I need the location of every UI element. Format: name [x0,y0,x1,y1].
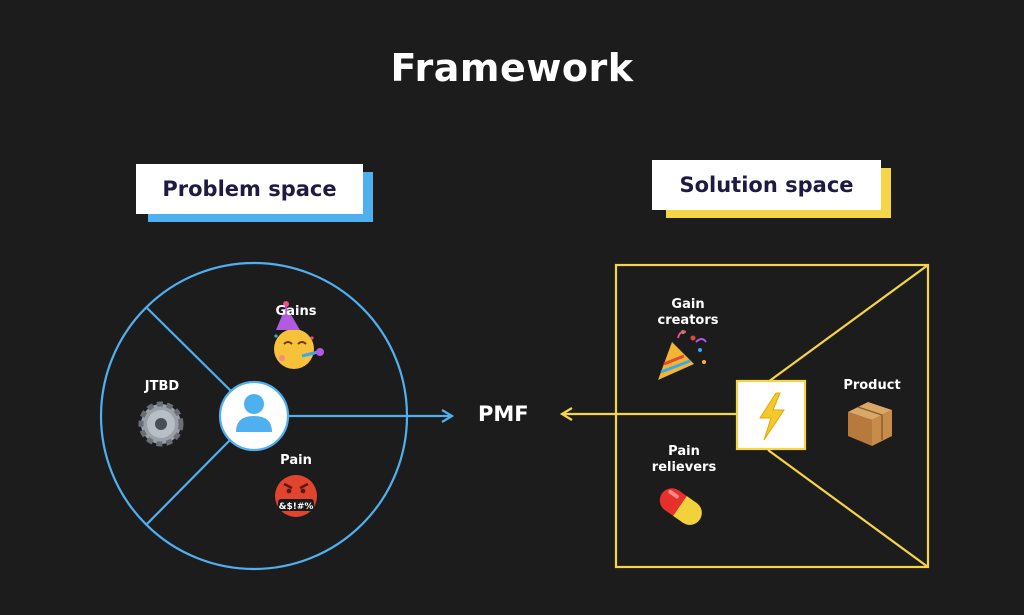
gear-icon [138,401,184,447]
problem-arrow-head [441,409,455,423]
product-label: Product [843,378,901,393]
page-title: Framework [390,46,634,90]
partying-face-icon [274,301,324,369]
solution-square [562,263,930,569]
svg-text:&$!#%: &$!#% [279,502,314,512]
lightning-icon [735,379,807,451]
cursing-face-icon: &$!#% [275,475,317,517]
pmf-label: PMF [478,402,529,426]
user-icon [218,380,290,452]
package-icon [848,402,892,446]
pain-relievers-label: Pain relievers [651,444,717,475]
solution-space-label: Solution space [652,160,881,210]
problem-circle [99,261,452,571]
jtbd-label: JTBD [144,379,180,394]
problem-space-label: Problem space [136,164,363,214]
solution-arrow-head [559,407,573,421]
gains-label: Gains [275,304,317,319]
gain-creators-label: Gain creators [657,297,719,328]
party-popper-icon [658,330,707,380]
pill-icon [659,488,702,525]
pain-label: Pain [280,453,312,468]
